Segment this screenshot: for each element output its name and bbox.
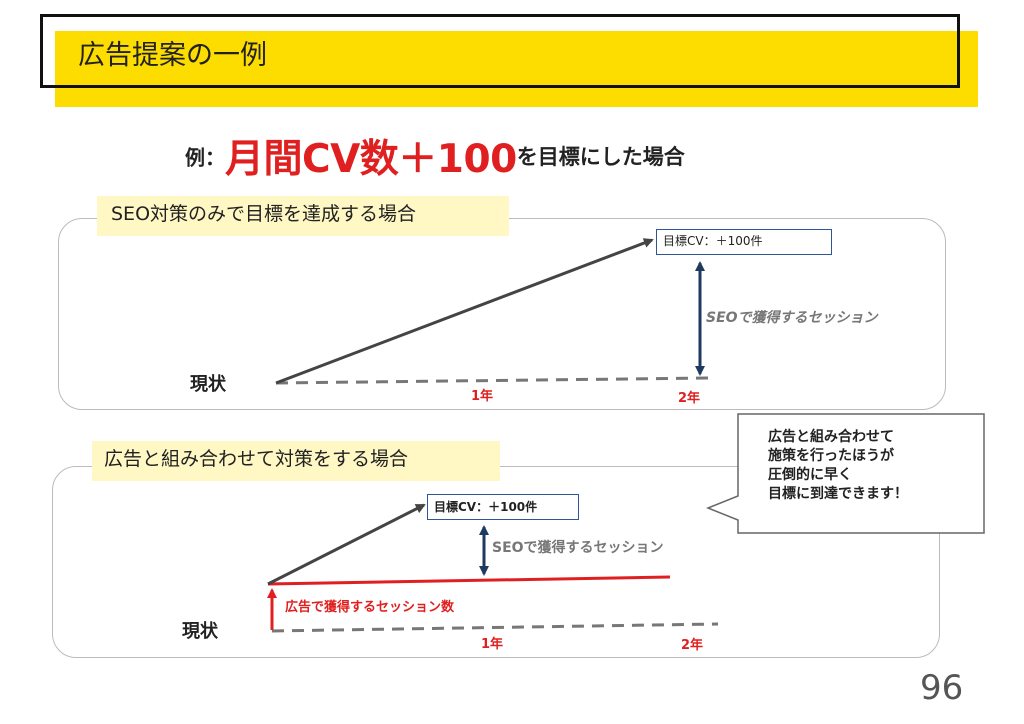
- callout-text: 広告と組み合わせて 施策を行ったほうが 圧倒的に早く 目標に到達できます！: [768, 428, 908, 504]
- seo-session-label: SEOで獲得するセッション: [706, 310, 878, 326]
- ads-baseline-dashed: [271, 622, 719, 633]
- title-frame: [40, 14, 960, 88]
- ads-year1-label: 1年: [481, 637, 504, 652]
- seo-current-label: 現状: [190, 374, 226, 395]
- seo-goal-box: 目標CV：＋100件: [656, 229, 832, 255]
- ads-session-level-line: [267, 575, 671, 586]
- callout-line-2: 施策を行ったほうが: [768, 448, 894, 464]
- title-band: [55, 31, 978, 107]
- ads-goal-box: 目標CV：＋100件: [427, 494, 579, 520]
- seo-growth-arrow: [275, 238, 654, 385]
- headline-emphasis: 月間CV数＋100: [225, 137, 517, 182]
- ads-scenario-label: 広告と組み合わせて対策をする場合: [92, 441, 500, 481]
- ads-year2-label: 2年: [681, 638, 704, 653]
- seo-scenario-label: SEO対策のみで目標を達成する場合: [97, 196, 509, 236]
- callout-bubble: [705, 413, 985, 534]
- seo-baseline-dashed: [275, 376, 713, 385]
- seo-year1-label: 1年: [471, 389, 494, 404]
- ads-seo-session-label: SEOで獲得するセッション: [492, 540, 664, 556]
- callout-line-4: 目標に到達できます！: [768, 486, 908, 502]
- headline-prefix: 例：: [185, 145, 225, 170]
- ads-growth-arrow: [267, 503, 426, 586]
- page-number: 96: [920, 668, 964, 708]
- ads-current-label: 現状: [182, 621, 218, 642]
- slide-title: 広告提案の一例: [78, 40, 267, 71]
- callout-line-1: 広告と組み合わせて: [768, 429, 894, 445]
- callout-line-3: 圧倒的に早く: [768, 467, 852, 483]
- seo-year2-label: 2年: [678, 391, 701, 406]
- headline-suffix: を目標にした場合: [516, 145, 685, 169]
- headline: 例：月間CV数＋100を目標にした場合: [185, 128, 685, 184]
- ads-ad-session-label: 広告で獲得するセッション数: [285, 600, 455, 615]
